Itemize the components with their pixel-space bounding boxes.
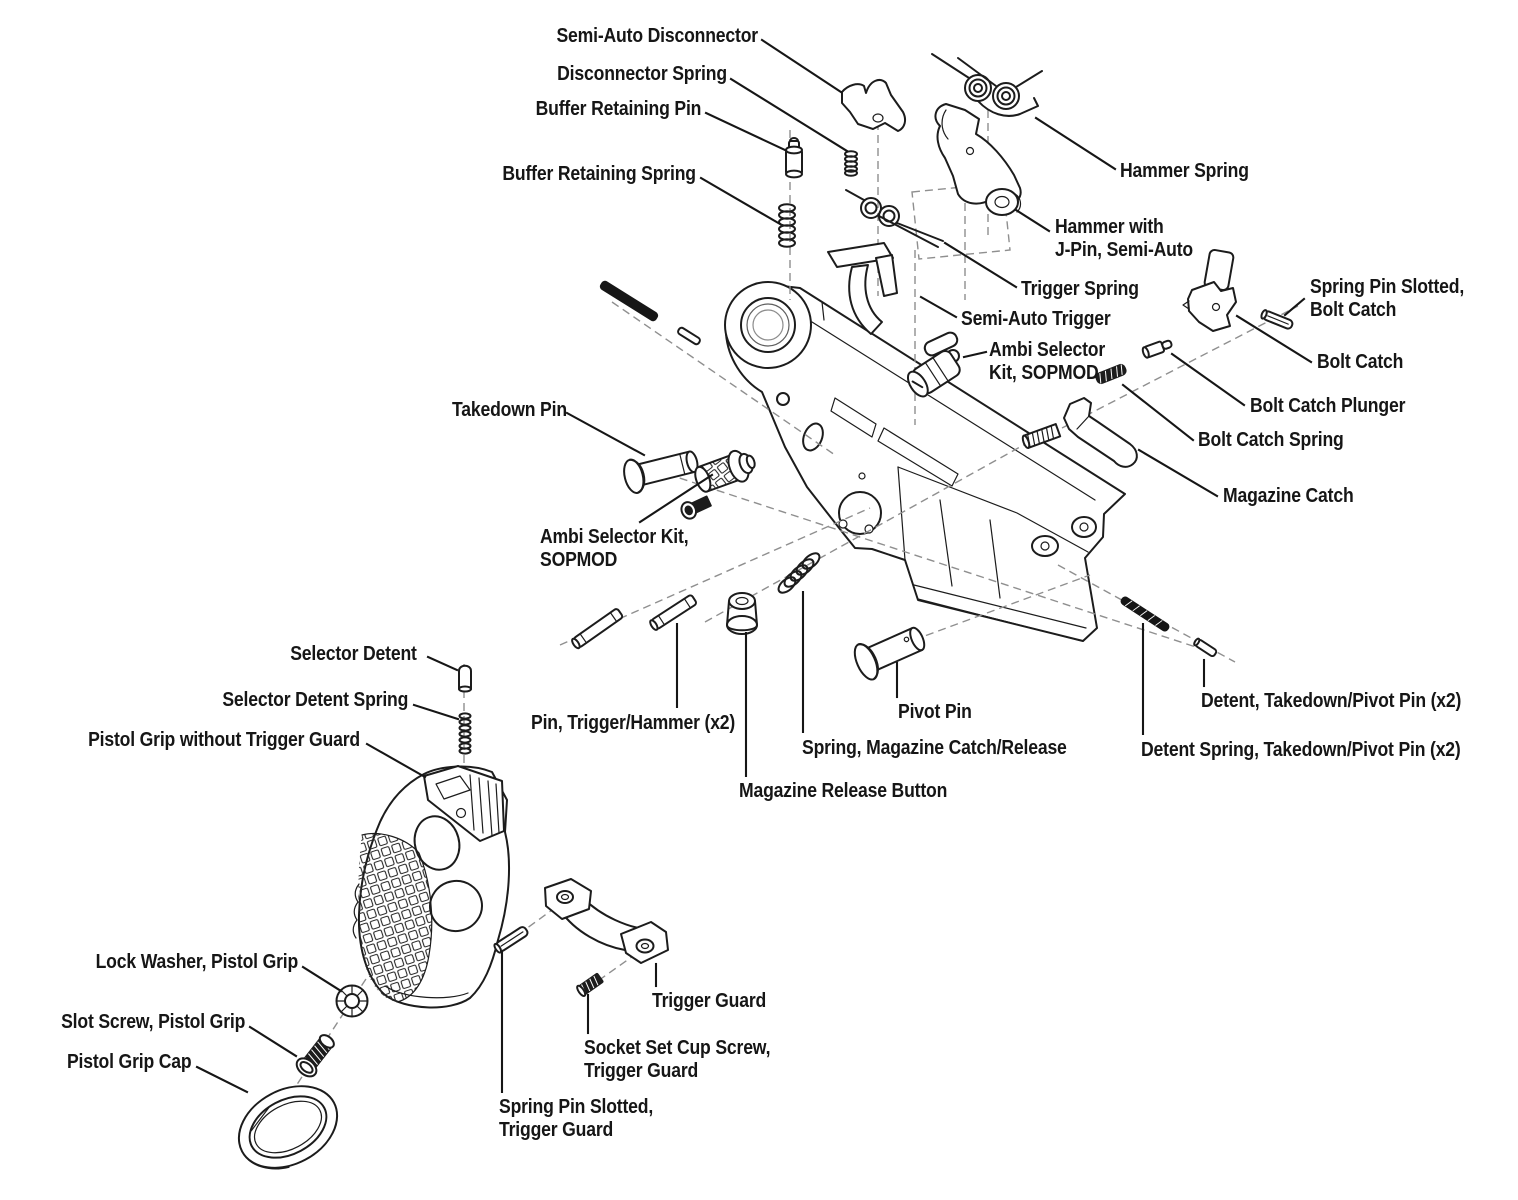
pistol-grip-drawing — [352, 765, 511, 1009]
leader-line-hammer-with-j-pin — [1014, 208, 1051, 233]
leader-line-buffer-retaining-pin — [704, 111, 787, 152]
trigger-spring-drawing — [845, 189, 944, 248]
leader-line-takedown-pin — [565, 411, 646, 457]
magazine-catch-drawing — [1021, 397, 1138, 468]
leader-line-ambi-selector-kit-right — [962, 350, 988, 359]
selector-detent-spring-drawing — [458, 712, 472, 755]
trigger-guard-drawing — [544, 878, 669, 964]
spring-pin-slotted-trigger-guard-drawing — [493, 926, 529, 954]
leader-line-semi-auto-disconnector — [760, 38, 843, 94]
leader-line-selector-detent-spring — [412, 703, 460, 721]
slot-screw-drawing — [295, 1034, 335, 1078]
leader-line-disconnector-spring — [729, 77, 849, 153]
pivot-pin-drawing — [853, 626, 926, 681]
disconnector-spring-drawing — [844, 150, 858, 177]
ambi-selector-kit-right-drawing — [906, 331, 961, 398]
spring-pin-slotted-bolt-catch-drawing — [1260, 309, 1294, 330]
magazine-release-button-drawing — [726, 592, 758, 635]
spring-magazine-catch-drawing — [777, 552, 821, 594]
leader-line-slot-screw-pistol-grip — [248, 1025, 298, 1058]
leader-line-spring-pin-slotted-bolt-catch — [1283, 297, 1306, 317]
leader-line-hammer-spring — [1034, 116, 1117, 171]
hammer-drawing — [934, 103, 1022, 216]
pistol-grip-cap-drawing — [237, 1085, 339, 1170]
bolt-catch-spring-drawing — [1095, 363, 1127, 385]
selector-detent-drawing — [458, 664, 472, 693]
detent-spring-takedown-front-drawing — [599, 280, 659, 322]
socket-set-cup-screw-drawing — [576, 972, 604, 998]
leader-line-pistol-grip-cap — [195, 1065, 249, 1094]
leader-line-selector-detent — [426, 655, 459, 672]
leader-line-pistol-grip-without-trigger-guard — [365, 742, 427, 779]
lower-receiver-drawing — [724, 281, 1126, 642]
semi-auto-disconnector-drawing — [841, 79, 907, 132]
leader-line-bolt-catch-spring — [1121, 383, 1195, 442]
leader-line-bolt-catch-plunger — [1170, 352, 1246, 407]
leader-line-magazine-catch — [1137, 448, 1219, 498]
leader-line-semi-auto-trigger — [919, 295, 958, 319]
buffer-retaining-spring-drawing — [778, 203, 796, 248]
semi-auto-trigger-drawing — [827, 242, 898, 335]
leader-line-ambi-selector-kit-left — [638, 473, 714, 524]
bolt-catch-plunger-drawing — [1141, 339, 1173, 359]
detent-takedown-pivot-drawing — [1193, 637, 1218, 658]
takedown-pin-drawing — [623, 450, 699, 494]
leader-line-bolt-catch — [1235, 314, 1313, 364]
bolt-catch-drawing — [1182, 248, 1237, 332]
leader-line-buffer-retaining-spring — [699, 176, 782, 226]
detent-takedown-front-drawing — [677, 326, 701, 346]
selector-screw-drawing — [680, 495, 712, 520]
leader-line-trigger-spring — [943, 241, 1018, 289]
detent-spring-takedown-pivot-drawing — [1120, 596, 1170, 632]
leader-line-lock-washer-pistol-grip — [301, 965, 343, 993]
pin-trigger-hammer-drawing — [571, 594, 697, 650]
hammer-spring-drawing — [931, 53, 1043, 117]
buffer-retaining-pin-drawing — [785, 137, 803, 179]
